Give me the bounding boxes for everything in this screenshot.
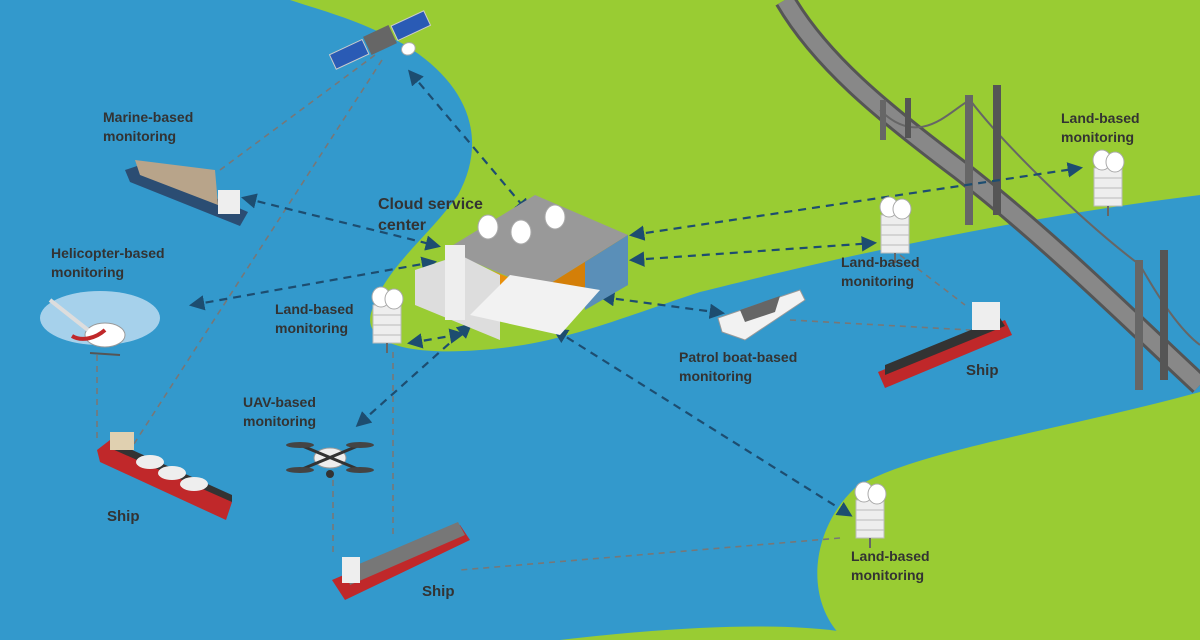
label-line: Land-based [841, 254, 920, 270]
uav-drone-icon [286, 442, 374, 478]
label-line: Land-based [275, 301, 354, 317]
ship-label: Ship [107, 508, 140, 525]
patrol-boat-icon [717, 289, 806, 341]
patrol-boat-monitoring-label: Patrol boat-based monitoring [679, 348, 797, 386]
helicopter-icon [40, 291, 160, 356]
label-line: Helicopter-based [51, 245, 165, 261]
communication-arrows [188, 69, 1084, 517]
land-monitoring-label: Land-based monitoring [841, 253, 920, 291]
label-line: Land-based [1061, 110, 1140, 126]
uav-monitoring-label: UAV-based monitoring [243, 393, 316, 431]
satellite-icon [328, 10, 432, 70]
label-line: Marine-based [103, 109, 194, 125]
label-line: Land-based [851, 548, 930, 564]
marine-monitoring-label: Marine-based monitoring [103, 108, 193, 146]
label-line: Cloud service [378, 196, 483, 213]
land-monitoring-label: Land-based monitoring [1061, 109, 1140, 147]
label-line: monitoring [851, 567, 925, 583]
label-line: monitoring [243, 413, 317, 429]
label-line: monitoring [275, 320, 349, 336]
label-line: Patrol boat-based [679, 349, 798, 365]
land-bottom-right [817, 392, 1200, 640]
land-station-icon [371, 286, 404, 354]
association-links [96, 54, 971, 571]
label-line: monitoring [679, 368, 753, 384]
ship-icon [97, 432, 232, 520]
ship-label: Ship [966, 362, 999, 379]
label-line: monitoring [103, 128, 177, 144]
label-line: monitoring [841, 273, 915, 289]
ship-icon [332, 522, 470, 600]
ship-label: Ship [422, 583, 455, 600]
label-line: UAV-based [243, 394, 316, 410]
cloud-service-center-building [415, 195, 628, 340]
label-line: monitoring [51, 264, 125, 280]
land-monitoring-label: Land-based monitoring [851, 547, 930, 585]
land-station-icon [854, 481, 887, 549]
land-monitoring-label: Land-based monitoring [275, 300, 354, 338]
label-line: center [378, 217, 427, 234]
cloud-service-center-label: Cloud service center [378, 194, 483, 236]
land-station-icon [1092, 149, 1125, 217]
ship-icon [878, 302, 1012, 388]
label-line: monitoring [1061, 129, 1135, 145]
helicopter-monitoring-label: Helicopter-based monitoring [51, 244, 165, 282]
container-ship-icon [125, 160, 248, 226]
land-bottom-strip [560, 626, 845, 640]
